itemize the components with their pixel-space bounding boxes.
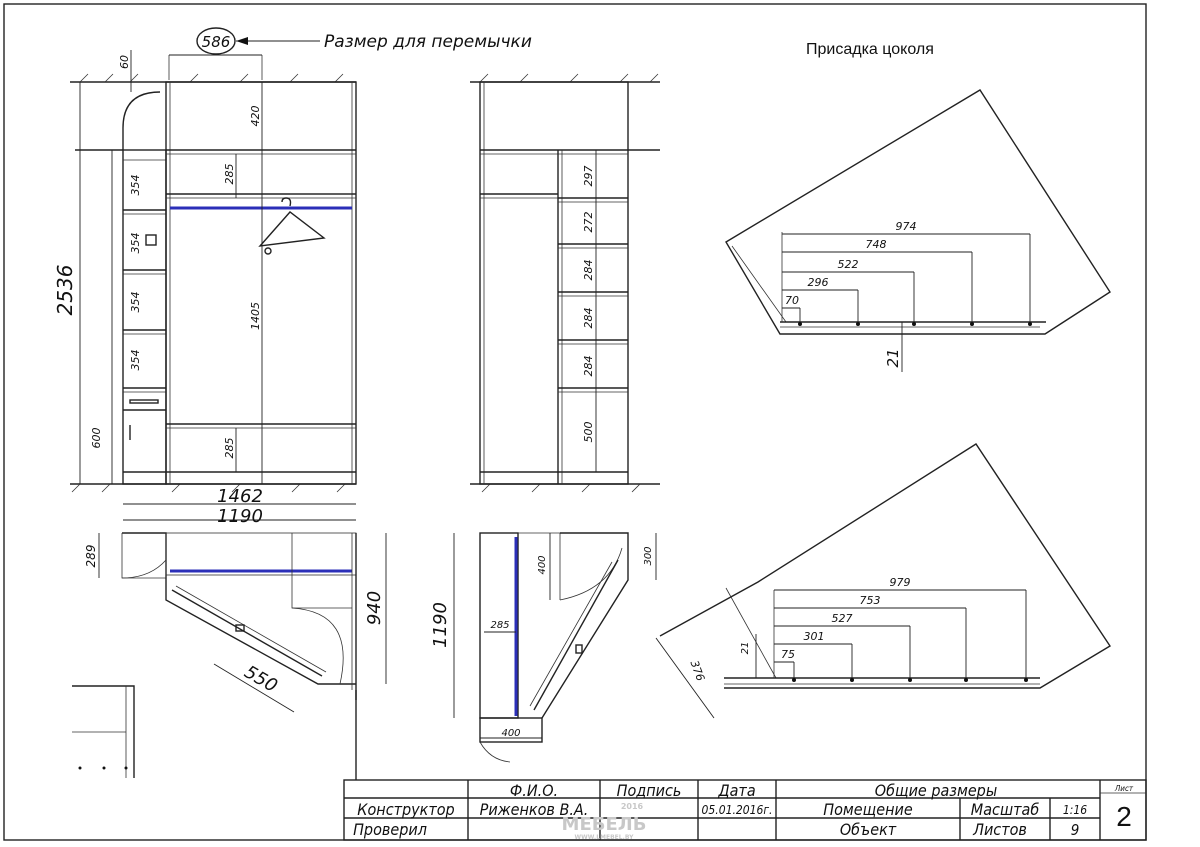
dim-plan-top-side: 300 [643, 546, 654, 565]
tb-row2-value: 9 [1071, 821, 1080, 839]
hanger-icon [258, 197, 326, 255]
dim-height-total: 2536 [53, 265, 77, 316]
tb-row1-field: Помещение [823, 800, 913, 819]
dim-side-shelf-6: 500 [582, 422, 595, 443]
tb-sheet-label: Лист [1114, 784, 1134, 793]
dim-top-section: 420 [249, 106, 262, 127]
dim-side-shelf-5: 284 [582, 356, 595, 377]
tb-row1-role: Конструктор [357, 800, 454, 819]
dim-plinth-top-2: 748 [866, 238, 887, 251]
dim-plan-shelf: 285 [490, 620, 509, 631]
dim-plan-right-depth: 940 [364, 591, 385, 625]
dim-plinth-bottom-offset: 21 [740, 642, 751, 655]
dim-side-shelf-1: 297 [582, 166, 595, 187]
dim-plinth-bottom-2: 753 [860, 594, 881, 607]
tb-row1-name: Риженков В.А. [480, 800, 589, 819]
dim-side-shelf-4: 284 [582, 308, 595, 329]
dim-plinth-bottom-4: 301 [804, 630, 825, 643]
dim-plinth-top-1: 974 [896, 220, 917, 233]
dim-side-shelf-2: 272 [582, 212, 595, 233]
title-block: Ф.И.О. Подпись Дата Общие размеры Лист 2… [343, 779, 1147, 841]
front-view: 420 285 1405 285 354 354 354 354 600 60 … [53, 50, 357, 527]
dim-lower-shelf: 285 [223, 438, 236, 459]
dim-plan-bottom: 400 [501, 728, 520, 739]
tb-row2-label: Листов [972, 820, 1027, 839]
plinth-title: Присадка цоколя [806, 41, 934, 58]
dim-plan-top-depth: 400 [537, 555, 548, 574]
lintel-value: 586 [202, 33, 231, 51]
dim-plinth-top-5: 70 [785, 294, 799, 307]
dim-plinth-top-3: 522 [838, 258, 859, 271]
tb-row1-value: 1:16 [1063, 803, 1087, 817]
dim-left-shelf-2: 354 [129, 233, 142, 254]
watermark-site: WWW.LMEBEL.BY [575, 834, 635, 841]
watermark-brand: МЕБЕЛЬ [562, 814, 647, 835]
plan-right: 1190 400 300 285 400 [430, 532, 657, 763]
watermark-year: 2016 [621, 802, 644, 811]
dim-side-shelf-3: 284 [582, 260, 595, 281]
tb-row2-role: Проверил [353, 820, 427, 839]
tb-row2-field: Объект [840, 820, 897, 839]
dim-left-shelf-3: 354 [129, 292, 142, 313]
dim-upper-shelf: 285 [223, 164, 236, 185]
dim-width-total: 1462 [217, 486, 263, 507]
tb-col-date: Дата [717, 781, 755, 800]
side-view: 297 272 284 284 284 500 [470, 73, 660, 493]
dim-plinth-top-4: 296 [808, 276, 829, 289]
dim-plinth-bottom-side: 376 [688, 659, 707, 683]
plan-stub [72, 685, 135, 778]
dim-left-shelf-4: 354 [129, 350, 142, 371]
tb-sheet-no: 2 [1116, 801, 1132, 832]
tb-col-name: Ф.И.О. [510, 781, 558, 800]
plinth-bottom: 979 753 527 301 75 21 376 [655, 443, 1111, 719]
dim-rod-zone: 1405 [249, 302, 262, 330]
tb-doc-title: Общие размеры [875, 781, 997, 800]
dim-width-inner: 1190 [217, 506, 263, 527]
plinth-top: 974 748 522 296 70 21 [725, 89, 1111, 372]
lintel-callout: 586 Размер для перемычки [168, 27, 532, 80]
dim-plinth-bottom-3: 527 [832, 612, 853, 625]
dim-top-gap: 60 [118, 55, 131, 69]
watermark: МЕБЕЛЬ 2016 WWW.LMEBEL.BY [562, 802, 647, 841]
dim-plan-total-depth: 1190 [430, 602, 451, 648]
dim-plinth-bottom-5: 75 [781, 648, 795, 661]
sheet-border [3, 3, 1147, 841]
tb-row1-label: Масштаб [971, 800, 1040, 819]
dim-plan-left-depth: 289 [84, 545, 98, 568]
dim-left-base: 600 [90, 428, 103, 449]
plan-left: 289 940 550 [84, 532, 387, 780]
lintel-label: Размер для перемычки [324, 32, 532, 52]
tb-row1-date: 05.01.2016г. [702, 803, 773, 817]
tb-col-sign: Подпись [617, 781, 682, 800]
dim-plinth-top-offset: 21 [884, 348, 902, 367]
dim-left-shelf-1: 354 [129, 175, 142, 196]
dim-plinth-bottom-1: 979 [890, 576, 911, 589]
